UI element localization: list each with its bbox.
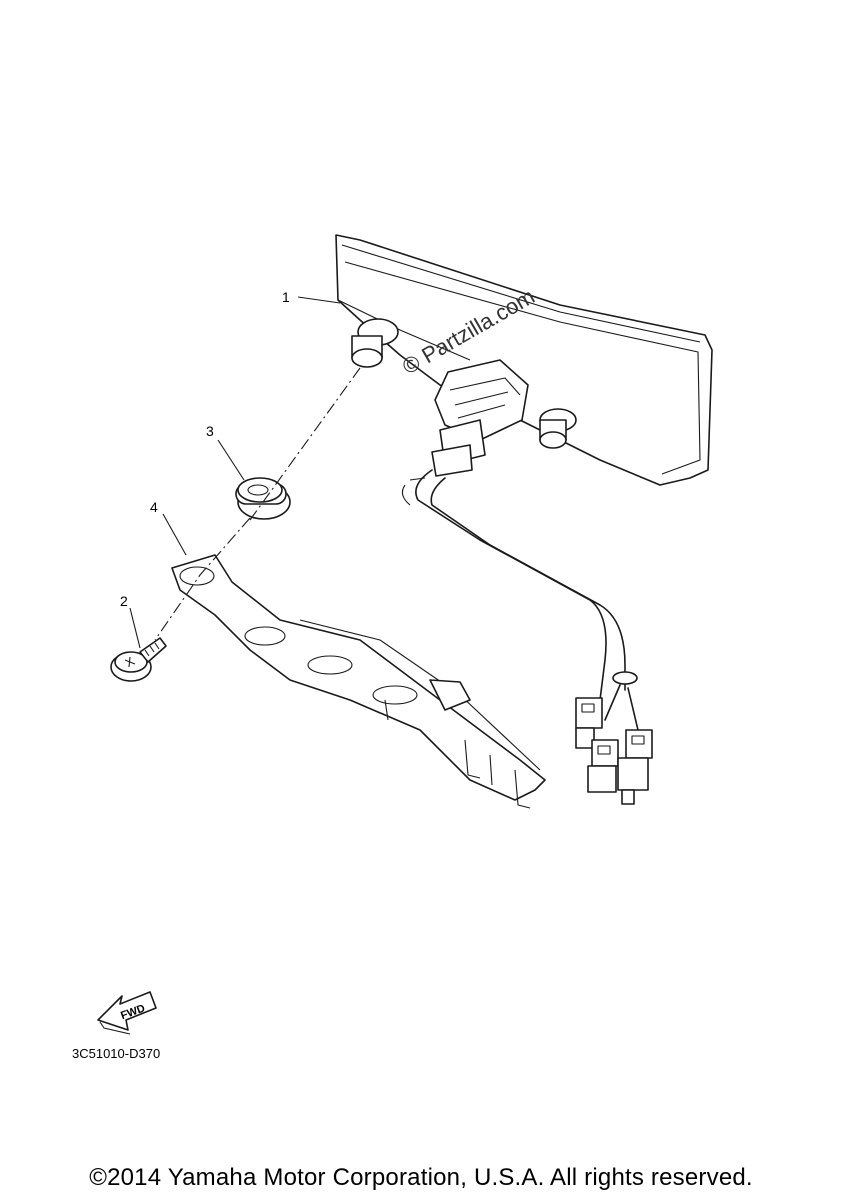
bracket	[171, 554, 546, 809]
callout-2: 2	[120, 593, 128, 609]
callout-4: 4	[150, 499, 158, 515]
meter-assembly	[335, 234, 713, 486]
callout-3: 3	[206, 423, 214, 439]
forward-arrow-icon: FWD	[97, 991, 157, 1035]
diagram-code: 3C51010-D370	[72, 1046, 161, 1061]
grommet	[235, 477, 291, 520]
copyright-notice: ©2014 Yamaha Motor Corporation, U.S.A. A…	[89, 1164, 753, 1191]
connectors	[575, 697, 653, 805]
callout-1: 1	[282, 289, 290, 305]
screw	[110, 637, 167, 682]
wire-harness	[401, 469, 639, 731]
alignment-line-2	[154, 517, 251, 641]
leader-lines	[129, 296, 341, 649]
alignment-line-1	[249, 367, 361, 521]
